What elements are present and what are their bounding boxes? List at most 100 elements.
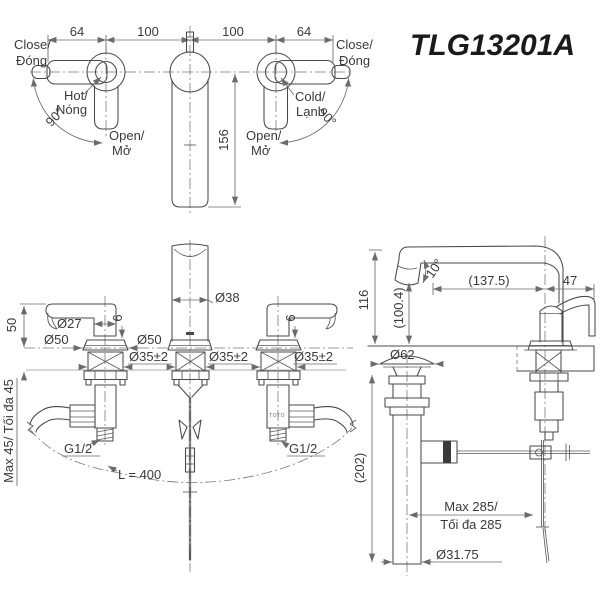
dim-156: 156 [216,129,231,151]
side-counter-section [516,345,595,372]
left-valve-lever-front [45,303,117,337]
dim-esc-50-spout: Ø50 [137,332,162,347]
left-valve-fitting-facets [70,410,95,423]
g12-left-leader [85,439,101,447]
spout-locknut [171,370,210,381]
popup-rod-clevis [565,443,570,461]
right-handle-escutcheon-circle [256,52,296,92]
drain-flange-dome [379,355,435,365]
side-shank-thread [535,351,562,372]
label-open-left-en: Open/ [109,128,145,143]
right-valve-lever-front [266,303,338,337]
left-handle-escutcheon-circle [86,52,126,92]
right-valve-locknut [256,370,301,381]
popup-joint-lines [185,455,195,465]
dim-64-left: 64 [70,24,84,39]
right-valve-shank-thread [260,351,297,372]
spout-top-edge [171,243,209,247]
popup-lift-rod-front [188,397,192,560]
right-supply-hose [313,406,354,433]
right-valve-tab-b [292,378,299,386]
front-view: 50 Ø27 6 Ø50 Max 45/ Tối đa 45 G1/2 Ø38 … [1,240,357,572]
right-valve-lever-curl [325,312,336,330]
right-valve-escutcheon [255,339,302,351]
dim-hole-right: Ø35±2 [294,349,333,364]
side-locknut-facets [539,373,559,381]
dim-100-right: 100 [222,24,244,39]
label-cold-en: Cold/ [295,89,326,104]
dim-38-leader [207,299,214,304]
right-rotation-arc [279,78,352,146]
dim-285-vi: Tối đa 285 [440,517,501,532]
thread-g12-left: G1/2 [64,441,92,456]
model-number-title: TLG13201A [410,29,575,62]
spout-tab-a [173,378,180,386]
left-valve-escutcheon [82,339,129,351]
drain-neck [392,366,422,377]
label-cold-vi: Lạnh [296,104,325,119]
popup-rod-tip [188,547,192,562]
dim-31-75: Ø31.75 [436,547,479,562]
angle-10-arc [422,259,430,284]
left-hose-break [26,421,35,435]
spout-tab-b [201,378,208,386]
dim-hose-length: L = 400 [118,467,161,482]
dim-116: 116 [356,290,371,311]
g12-right-leader [280,440,290,449]
drain-tailpiece [392,414,422,565]
dim-100-4: (100.4) [391,287,406,328]
left-valve-lever-curl [47,312,58,330]
right-handle-hub-circle [264,60,288,84]
spout-body-front [171,245,209,342]
dim-max45: Max 45/ Tối đa 45 [1,379,16,483]
drain-branch-seal [443,441,451,463]
dim-137-5: (137.5) [468,273,509,288]
label-open-right-en: Open/ [246,128,282,143]
drain-ring3 [389,406,425,416]
hose-envelope-arc [28,427,353,483]
label-close-left-vi: Đóng [16,53,47,68]
spout-base-circle [169,51,211,93]
side-handle-column [539,305,563,343]
popup-rod-joint [184,447,196,473]
label-open-right-vi: Mở [251,143,271,158]
left-valve-locknut [83,370,128,381]
popup-pivot-nut [529,445,552,460]
label-close-left-en: Close/ [14,37,51,52]
side-handle-lever [555,295,596,337]
left-valve-shank-thread [87,351,124,372]
right-valve-fitting-facets [289,410,314,423]
dim-hole-left: Ø35±2 [129,349,168,364]
dim-62: Ø62 [390,347,415,362]
cold-leader-line [280,77,295,96]
left-supply-hose [29,406,71,433]
spout-aerator-arc [173,248,207,257]
right-valve-tab-a [258,378,265,386]
side-view: 10° [352,236,596,576]
dim-285-en: Max 285/ [444,499,498,514]
spout-body-top-view [171,79,209,208]
left-stub-thread-lines [96,428,114,441]
left-valve-tab-a [85,378,92,386]
side-aerator-sides [394,258,422,284]
left-valve-side-fitting [69,404,96,428]
side-body-outline [398,245,564,346]
spout-logo-mark [186,332,194,335]
extension-lines [47,35,334,62]
left-handle-hub-circle [94,60,118,84]
label-close-right-vi: Đóng [339,53,370,68]
top-view: 64 100 100 64 156 Close/ Đóng Hot/ Nóng [14,24,373,214]
dim-100-left: 100 [137,24,159,39]
left-valve-locknut-facets [94,371,117,380]
side-aerator-inner [397,265,418,270]
spout-locknut-facets [181,371,200,380]
right-valve-thread-stub [269,427,287,442]
popup-funnel [177,384,204,398]
dim-50: 50 [4,318,19,332]
hot-leader-line [83,76,102,95]
popup-pivot-ball [535,448,543,457]
dim-47: 47 [563,273,577,288]
popup-rod-guides [178,419,202,440]
